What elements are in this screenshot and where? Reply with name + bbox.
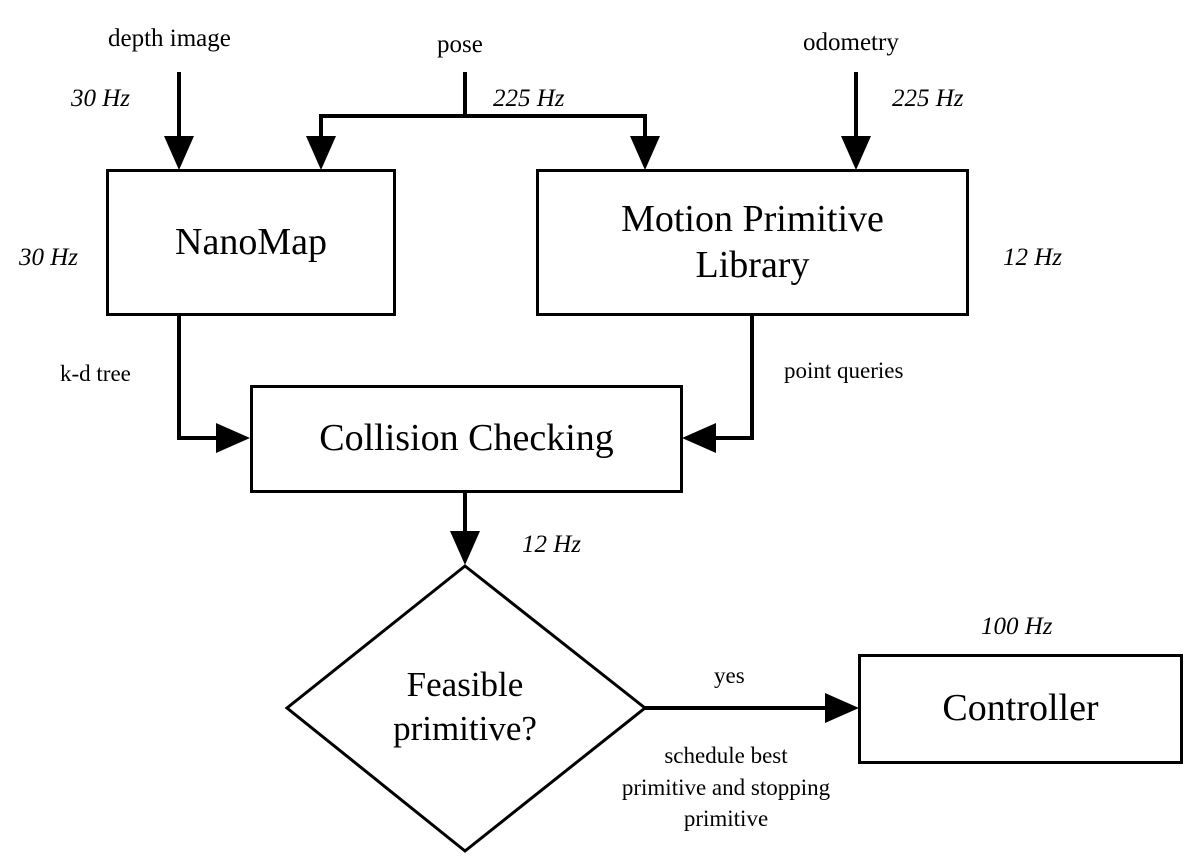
rate-controller: 100 Hz (981, 613, 1053, 640)
arrowhead-pose-nanomap (306, 136, 336, 170)
arrowhead-yes (825, 693, 859, 723)
decision-label: Feasible primitive? (340, 663, 590, 751)
controller-node: Controller (858, 654, 1183, 764)
decision-label-line2: primitive? (393, 708, 537, 748)
rate-odometry: 225 Hz (892, 85, 964, 112)
arrowhead-odometry (841, 136, 871, 170)
motion-primitive-library-node: Motion Primitive Library (536, 169, 969, 316)
collision-checking-node: Collision Checking (250, 385, 683, 493)
rate-depth-image: 30 Hz (71, 85, 131, 112)
input-pose: pose (437, 31, 483, 58)
arrowhead-pose-mpl (630, 136, 660, 170)
edge-label-point-queries: point queries (784, 358, 904, 383)
pose-branch (319, 114, 647, 137)
input-odometry: odometry (803, 29, 899, 56)
mpl-label: Motion Primitive Library (621, 197, 884, 288)
input-depth-image: depth image (108, 25, 231, 52)
decision-label-line1: Feasible (406, 665, 524, 704)
rate-nanomap: 30 Hz (19, 244, 79, 271)
schedule-line3: primitive (683, 806, 769, 832)
arrowhead-pq (682, 423, 716, 453)
arrow-mpl-to-collision (715, 316, 754, 440)
edge-label-schedule: schedule best primitive and stopping pri… (586, 740, 866, 835)
arrowhead-collision (450, 531, 480, 565)
nanomap-label: NanoMap (175, 220, 327, 263)
controller-label: Controller (942, 687, 1099, 730)
edge-label-yes: yes (714, 663, 745, 688)
schedule-line1: schedule best (664, 743, 788, 768)
decision-diamond (284, 564, 648, 853)
nanomap-node: NanoMap (106, 169, 396, 316)
rate-pose: 225 Hz (493, 85, 565, 112)
arrowhead-kd (216, 423, 250, 453)
collision-label: Collision Checking (319, 417, 614, 460)
arrow-nanomap-to-collision (177, 316, 218, 440)
rate-mpl: 12 Hz (1003, 244, 1063, 271)
rate-collision: 12 Hz (522, 531, 582, 558)
edge-label-kd-tree: k-d tree (60, 361, 131, 386)
mpl-label-line1: Motion Primitive (621, 197, 884, 240)
arrowhead-depth (164, 136, 194, 170)
mpl-label-line2: Library (695, 243, 810, 286)
schedule-line2: primitive and stopping (621, 774, 831, 800)
